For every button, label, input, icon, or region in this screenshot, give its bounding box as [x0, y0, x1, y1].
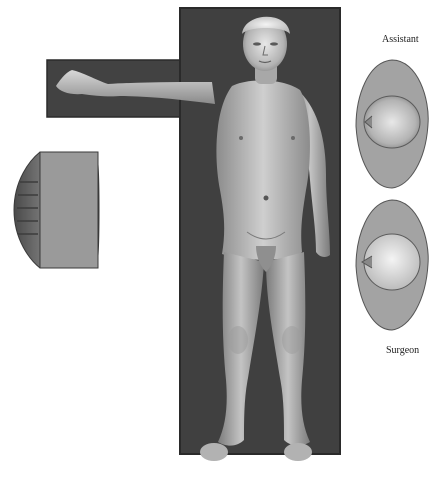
surgeon-label: Surgeon: [386, 345, 419, 356]
surgeon-head-top-view: [356, 200, 428, 330]
assistant-label: Assistant: [382, 34, 419, 45]
assistant-head-top-view: [356, 60, 428, 188]
monitor: [14, 152, 99, 268]
